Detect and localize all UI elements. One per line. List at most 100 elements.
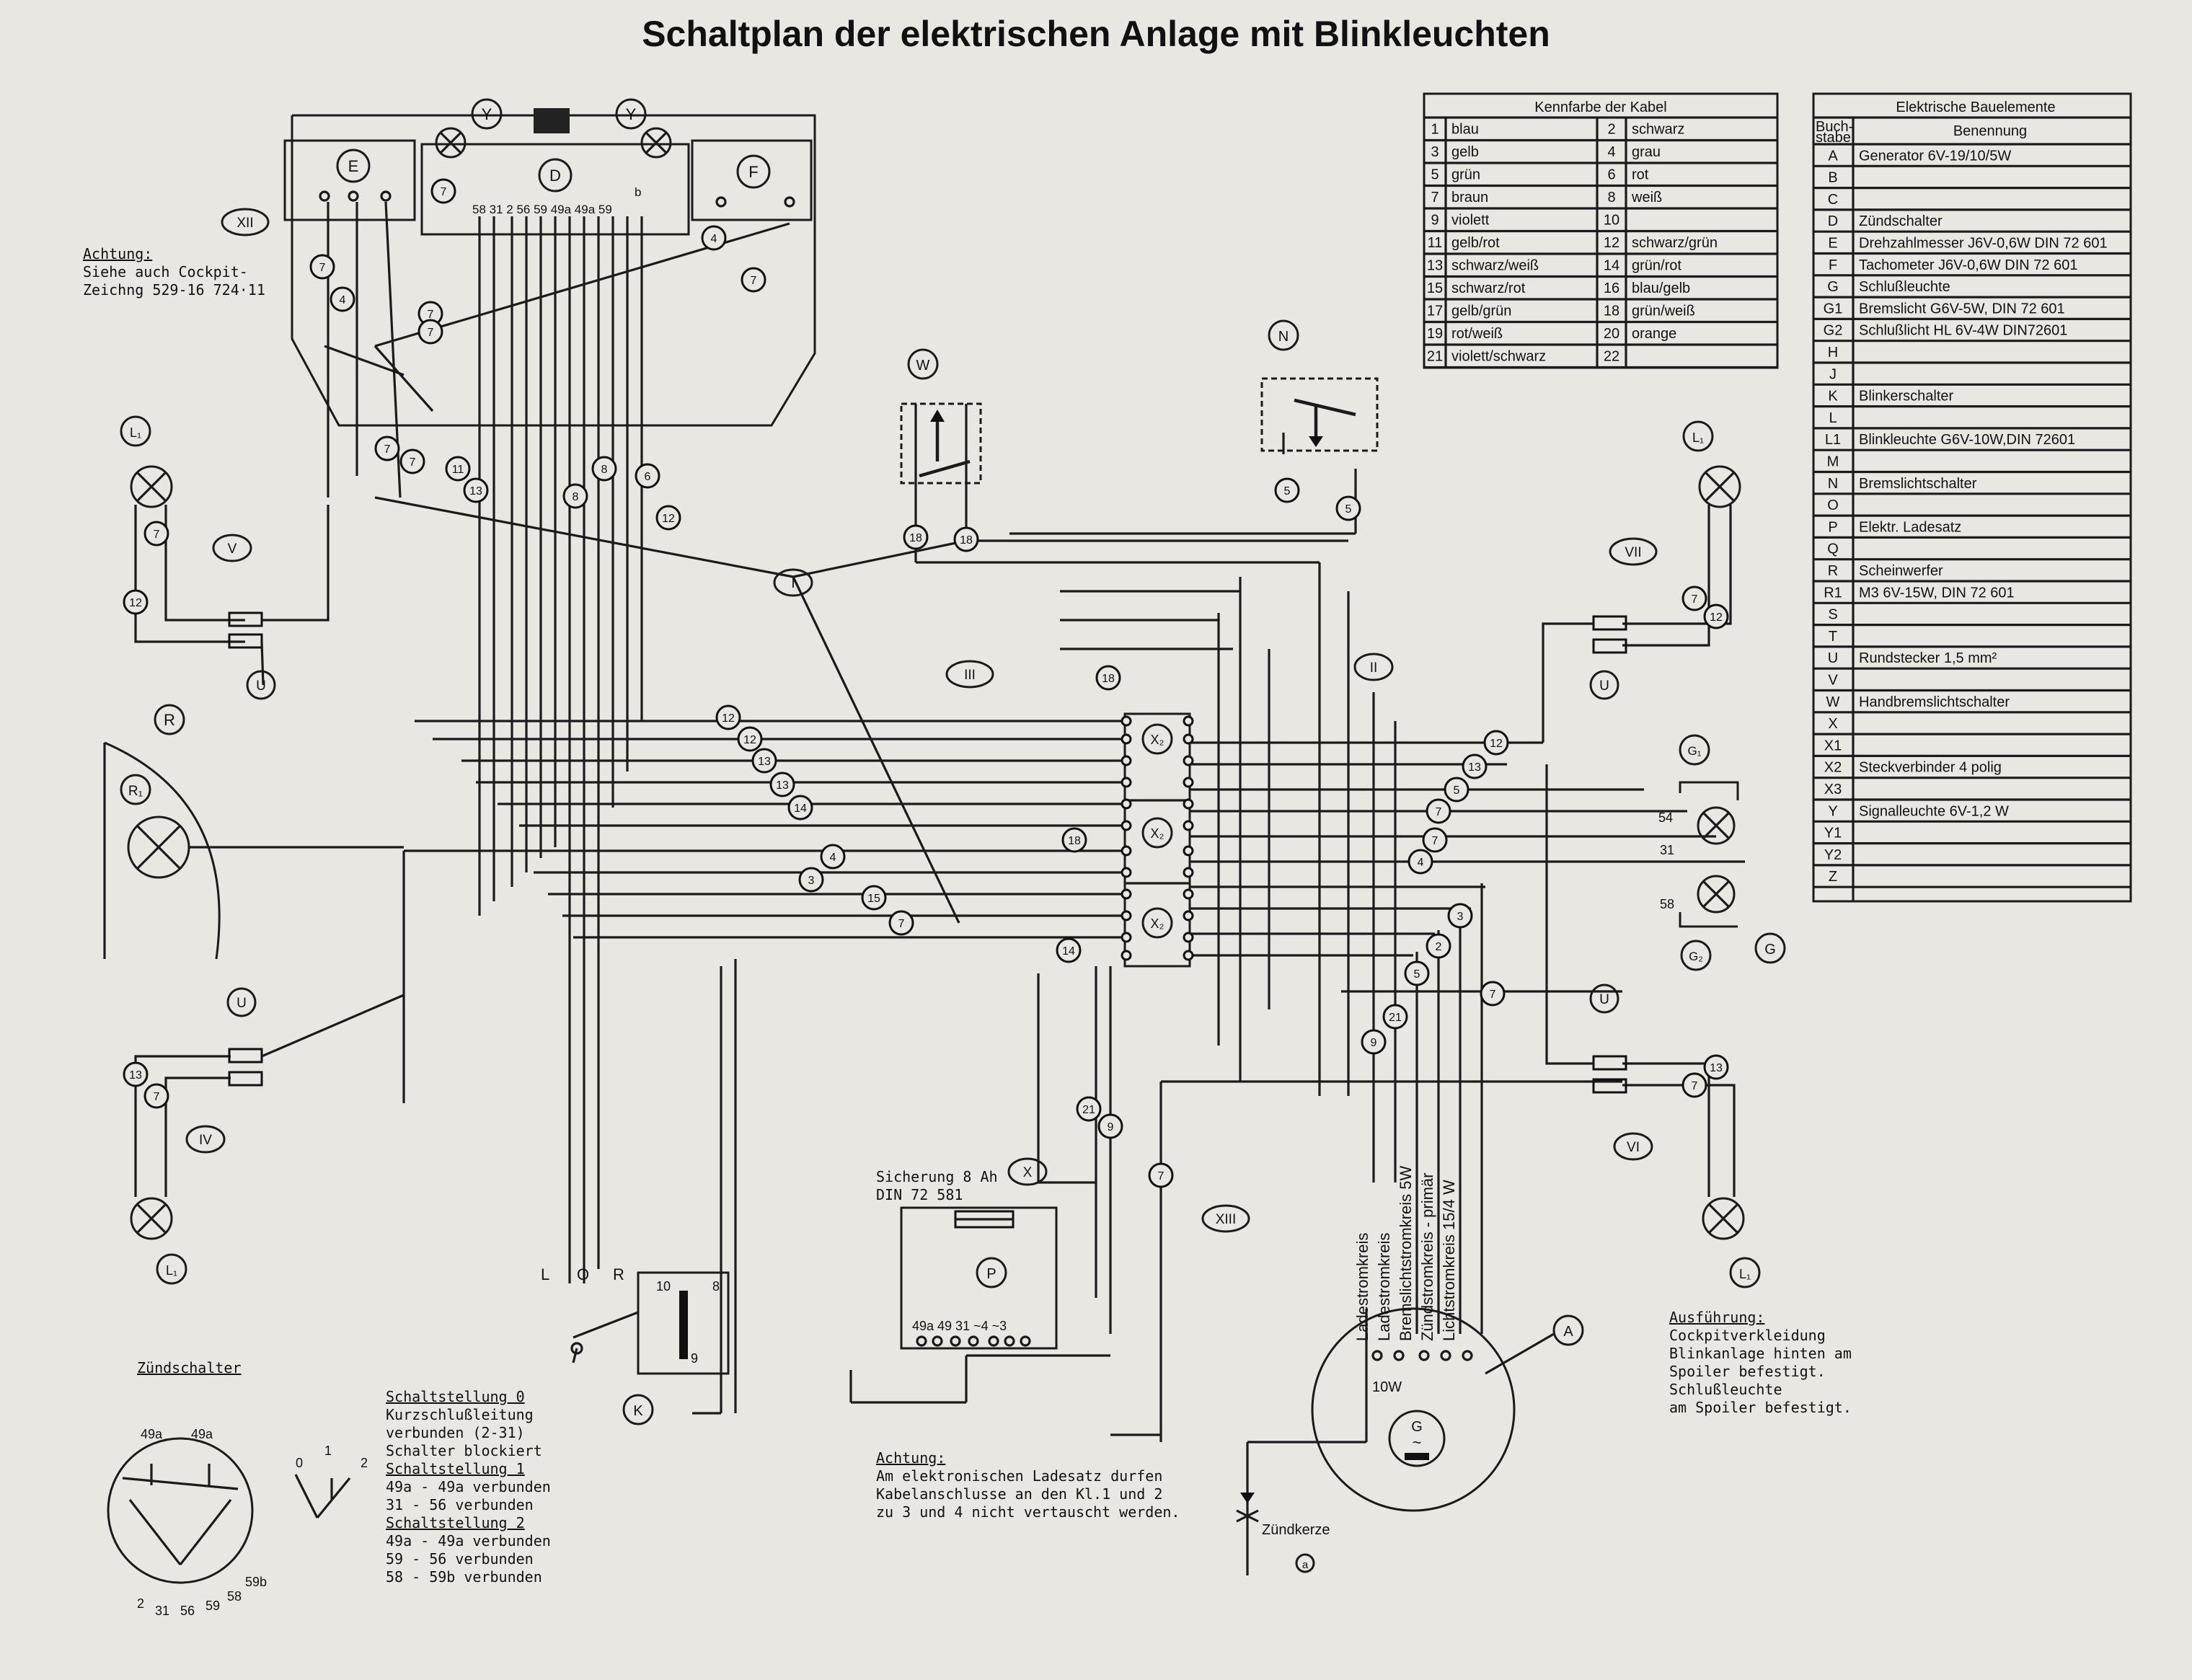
roman-marker-label: VI [1627, 1140, 1640, 1155]
svg-text:54: 54 [1658, 810, 1673, 825]
svg-text:W: W [916, 358, 930, 373]
ausfuehrung-line-4: Schlußleuchte [1669, 1381, 1782, 1398]
wire-number-label: 12 [1710, 611, 1723, 624]
roman-marker [221, 208, 270, 236]
wire-number-marker [1480, 981, 1506, 1007]
schaltstellung-2-line-1: 49a - 49a verbunden [386, 1532, 551, 1549]
wire-number-label: 18 [1068, 835, 1081, 847]
spark-plug: Zündkerze a [1236, 1509, 1330, 1575]
ignition-switch-d: D 58 31 2 56 59 49a 49a 59 b [472, 108, 641, 216]
connector-pin [1183, 733, 1194, 745]
terminal [916, 1335, 927, 1347]
component-letter: Y2 [1824, 847, 1842, 863]
achtung-bottom-line-2: Kabelanschlusse an den Kl.1 und 2 [876, 1485, 1163, 1503]
connector-pin [1183, 867, 1194, 878]
roman-marker-label: X [1023, 1165, 1033, 1180]
connector-pin [1121, 733, 1132, 745]
wire-number-label: 13 [1710, 1062, 1723, 1074]
component-letter: B [1828, 170, 1837, 186]
component-letter: Z [1829, 869, 1837, 885]
ausfuehrung-line-1: Cockpitverkleidung [1669, 1327, 1826, 1344]
schaltstellung-2-line-3: 58 - 59b verbunden [386, 1568, 542, 1586]
wire-number-marker [769, 772, 795, 797]
component-name: Zündschalter [1859, 213, 1943, 229]
indicator-front-left: L₁ [120, 415, 330, 686]
harness-wires [324, 201, 1745, 1442]
wire-number-marker [737, 726, 763, 752]
component-letter: W [1826, 694, 1840, 710]
roman-marker-label: XIII [1216, 1212, 1237, 1227]
wire-number-marker [143, 521, 169, 547]
zuendschalter-caption: Zündschalter [137, 1359, 242, 1377]
wire-number-marker [1426, 933, 1451, 959]
connector-pin [1121, 777, 1132, 788]
wire-number-label: 4 [340, 294, 346, 306]
indicator-rear-left: L₁ [130, 994, 405, 1285]
roman-marker-label: III [964, 668, 976, 683]
wire-number-marker [1404, 960, 1430, 986]
connector-x2-label: X₂ [1151, 916, 1164, 931]
component-name: Elektr. Ladesatz [1859, 519, 1961, 535]
ausfuehrung-line-2: Blinkanlage hinten am [1669, 1345, 1852, 1362]
wire-number-marker [430, 178, 456, 204]
component-letter: U [1828, 650, 1838, 666]
speedometer-f: F [715, 154, 795, 208]
round-plug-u-label: U [1599, 992, 1609, 1007]
connector-x2-label: X₂ [1151, 733, 1164, 747]
wire-number-marker [1422, 827, 1448, 853]
wire-number-label: 13 [129, 1069, 142, 1082]
connector-pin [1121, 867, 1132, 878]
wire-number-label: 7 [441, 186, 447, 198]
wire-number-label: 7 [319, 262, 326, 274]
cable-colour: schwarz/rot [1451, 280, 1526, 296]
connector-pin [1121, 820, 1132, 831]
cable-number: 12 [1604, 235, 1619, 251]
component-letter: P [1828, 519, 1837, 535]
svg-text:L₁: L₁ [1692, 430, 1704, 445]
wire-number-marker [1095, 665, 1121, 691]
circuit-label: Zündstromkreis - primär [1418, 1173, 1436, 1341]
svg-text:Y: Y [482, 105, 492, 123]
component-letter: L [1829, 410, 1837, 426]
schaltstellung-notes: Schaltstellung 0 Kurzschlußleitung verbu… [386, 1388, 551, 1586]
component-letter: E [1828, 236, 1837, 252]
cable-number: 8 [1607, 190, 1615, 205]
component-letter: T [1829, 629, 1837, 645]
wire-number-label: 7 [154, 529, 160, 541]
wire-number-label: 7 [428, 309, 434, 321]
wire-number-marker [1335, 495, 1361, 521]
schaltstellung-1-line-2: 31 - 56 verbunden [386, 1496, 534, 1513]
connector-pin [1183, 798, 1194, 810]
wire-number-marker [820, 844, 846, 870]
svg-text:R: R [164, 711, 175, 729]
wire-number-marker [861, 885, 887, 911]
wire-number-marker [1076, 1096, 1102, 1122]
svg-text:49a: 49a [191, 1427, 213, 1441]
wire-number-marker [1426, 798, 1451, 824]
svg-text:10: 10 [656, 1279, 671, 1294]
svg-text:N: N [1278, 329, 1289, 345]
wire-number-label: 7 [410, 456, 416, 469]
wire-number-marker [463, 477, 489, 503]
svg-text:2: 2 [361, 1456, 368, 1470]
connector-pin [1183, 755, 1194, 766]
wire-number-label: 18 [1102, 673, 1115, 685]
ausfuehrung-heading: Ausführung: [1669, 1309, 1765, 1326]
cable-colour: gelb/rot [1451, 235, 1500, 251]
roman-marker [1613, 1132, 1653, 1161]
svg-text:1: 1 [324, 1444, 332, 1458]
wire-number-label: 18 [960, 534, 973, 547]
connector-pin [1183, 950, 1194, 961]
wire-number-marker [1361, 1029, 1387, 1055]
switch-position-label: L [541, 1265, 549, 1283]
wire-number-marker [1061, 827, 1087, 853]
component-letter: Q [1827, 541, 1839, 557]
wire-number-label: 3 [1457, 911, 1464, 923]
diagram-title: Schaltplan der elektrischen Anlage mit B… [642, 14, 1550, 54]
cable-number: 2 [1607, 122, 1615, 138]
cable-number: 7 [1431, 190, 1438, 205]
wire-number-label: 21 [1389, 1012, 1402, 1024]
roman-marker-label: XII [237, 216, 253, 231]
